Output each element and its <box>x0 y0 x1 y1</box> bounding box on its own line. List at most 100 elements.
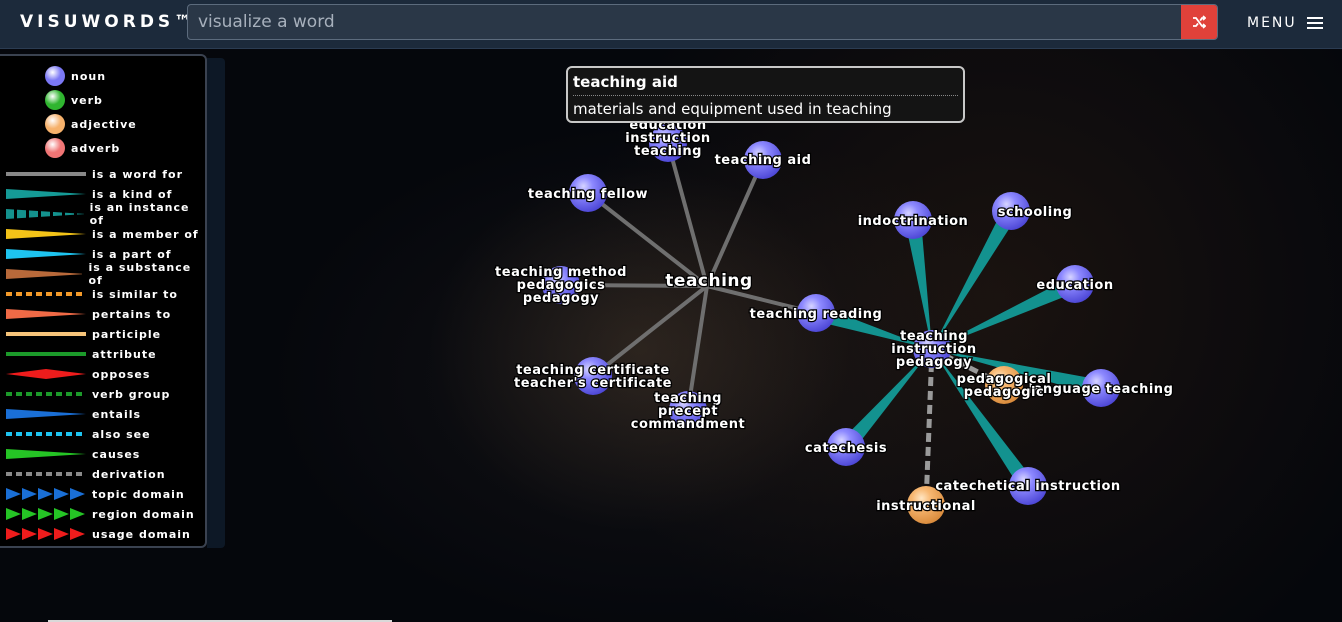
legend-label: is a part of <box>92 247 172 261</box>
tooltip-title: teaching aid <box>573 73 678 91</box>
node-label-line: schooling <box>998 205 1073 220</box>
node-instructional[interactable] <box>907 486 945 524</box>
legend-label: noun <box>71 69 107 83</box>
node-label-line: instruction <box>625 131 710 146</box>
node-reading[interactable] <box>797 294 835 332</box>
legend-swatch <box>6 229 86 239</box>
legend-swatch <box>6 249 86 259</box>
legend-relation: is an instance of <box>6 201 205 227</box>
top-bar: VISUWORDS™ MENU <box>0 0 1342 48</box>
node-label-line: education <box>1036 278 1113 293</box>
legend-swatch <box>6 352 86 356</box>
node-label-instructional[interactable]: instructional <box>875 498 977 516</box>
node-label-catechesis[interactable]: catechesis <box>804 440 888 458</box>
node-label-line: teaching <box>654 391 722 406</box>
node-label-line: teaching fellow <box>528 187 648 202</box>
legend-relation: is a word for <box>6 164 183 184</box>
node-schooling[interactable] <box>992 192 1030 230</box>
node-langteach[interactable] <box>1082 369 1120 407</box>
legend-pos-verb: verb <box>6 90 103 110</box>
node-label-line: teaching <box>634 144 702 159</box>
legend-relation: topic domain <box>6 484 185 504</box>
legend-swatch <box>6 508 85 520</box>
edge-hub-method <box>560 283 708 288</box>
legend-panel: noun verb adjective adverb is a word for is a… <box>0 54 207 548</box>
node-label-line: pedagogics <box>517 278 606 293</box>
shuffle-icon <box>1193 15 1206 29</box>
node-label-line: teacher's certificate <box>514 376 672 391</box>
legend-pos-adjective: adjective <box>6 114 137 134</box>
node-precept[interactable] <box>669 391 707 429</box>
node-label-fellow[interactable]: teaching fellow <box>527 186 649 204</box>
legend-relation: verb group <box>6 384 170 404</box>
legend-relation: region domain <box>6 504 195 524</box>
legend-pos-adverb: adverb <box>6 138 120 158</box>
node-label-line: indoctrination <box>858 214 969 229</box>
node-label-line: teaching aid <box>715 153 812 168</box>
legend-label: region domain <box>92 507 195 521</box>
search-input[interactable] <box>188 5 1178 39</box>
legend-label: is similar to <box>92 287 178 301</box>
node-catechesis[interactable] <box>827 428 865 466</box>
node-label-line: catechetical instruction <box>935 479 1120 494</box>
node-label-indoc[interactable]: indoctrination <box>856 213 969 231</box>
edge-schooling-tip <box>932 207 1018 349</box>
node-tip[interactable] <box>913 330 951 368</box>
legend-label: topic domain <box>92 487 185 501</box>
legend-swatch <box>6 172 86 176</box>
logo[interactable]: VISUWORDS™ <box>20 12 196 32</box>
tooltip-definition: materials and equipment used in teaching <box>573 100 892 118</box>
node-indoc[interactable] <box>894 201 932 239</box>
node-label-schooling[interactable]: schooling <box>996 204 1073 222</box>
node-catinstr[interactable] <box>1009 467 1047 505</box>
legend-pos-noun: noun <box>6 66 106 86</box>
legend-label: also see <box>92 427 151 441</box>
legend-label: pertains to <box>92 307 172 321</box>
node-label-line: pedagogy <box>896 355 972 370</box>
legend-label: usage domain <box>92 527 191 541</box>
legend-swatch <box>6 207 84 221</box>
legend-relation: is a substance of <box>6 261 205 287</box>
node-label-catinstr[interactable]: catechetical instruction <box>934 478 1121 496</box>
node-label-aid[interactable]: teaching aid <box>713 152 812 170</box>
node-edu[interactable] <box>649 124 687 162</box>
node-label-education[interactable]: education <box>1035 277 1114 295</box>
legend-label: opposes <box>92 367 151 381</box>
menu-button[interactable]: MENU <box>1247 14 1323 32</box>
node-method[interactable] <box>542 266 580 304</box>
search-box <box>187 4 1218 40</box>
node-label-line: catechesis <box>805 441 887 456</box>
legend-label: is an instance of <box>89 201 190 227</box>
hub-word-label[interactable]: teaching <box>664 270 753 293</box>
legend-relation: causes <box>6 444 140 464</box>
random-word-button[interactable] <box>1181 5 1217 39</box>
edge-catinstr-tip <box>932 349 1035 491</box>
node-label-reading[interactable]: teaching reading <box>748 306 883 324</box>
legend-relation: is a member of <box>6 224 199 244</box>
tooltip-divider <box>573 95 958 96</box>
node-cert[interactable] <box>574 357 612 395</box>
node-label-line: teaching reading <box>750 307 883 322</box>
node-label-langteach[interactable]: language teaching <box>1027 381 1174 399</box>
node-education[interactable] <box>1056 265 1094 303</box>
legend-relation: participle <box>6 324 161 344</box>
node-pedag[interactable] <box>985 366 1023 404</box>
node-label-line: commandment <box>631 417 745 432</box>
node-aid[interactable] <box>744 141 782 179</box>
node-fellow[interactable] <box>569 174 607 212</box>
scrollbar-track[interactable] <box>48 620 392 622</box>
legend-swatch <box>45 90 65 110</box>
legend-label: is a substance of <box>88 261 192 287</box>
legend-relation: opposes <box>6 364 150 384</box>
legend-swatch <box>6 432 86 436</box>
definition-tooltip: teaching aid materials and equipment use… <box>566 66 965 123</box>
legend-label: is a member of <box>92 227 199 241</box>
legend-label: is a kind of <box>92 187 173 201</box>
